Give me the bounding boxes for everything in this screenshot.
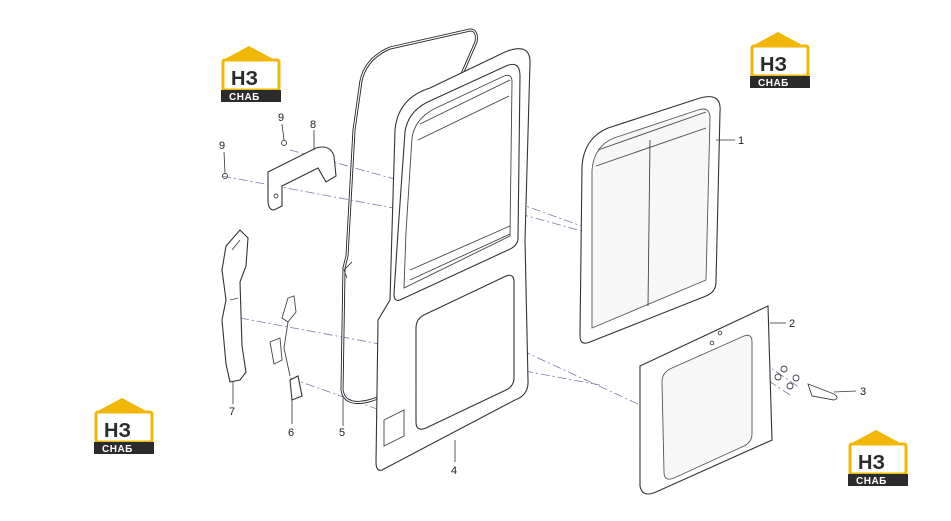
callouts: 1 2 3 4 5 6 7 8 9 9	[219, 112, 866, 477]
logo-caption-text: СНАБ	[758, 78, 789, 89]
part-4-door-panel	[375, 48, 531, 471]
axis-line	[289, 377, 381, 411]
handle-pocket	[383, 409, 405, 447]
callout-5: 5	[339, 427, 345, 439]
logo-watermark: НЗ СНАБ	[94, 398, 154, 455]
callout-3: 3	[860, 386, 866, 398]
logo-mark-text: НЗ	[858, 452, 885, 474]
part-7-trim-panel	[221, 229, 249, 383]
logo-caption-text: СНАБ	[102, 444, 133, 455]
logo-mark-text: НЗ	[760, 54, 787, 76]
callout-9: 9	[219, 140, 225, 152]
logo-mark-text: НЗ	[104, 420, 131, 442]
logo-watermark: НЗ СНАБ	[848, 430, 908, 487]
nut	[792, 374, 800, 382]
part-3-clamp	[774, 365, 838, 401]
logo-mark-text: НЗ	[231, 68, 258, 90]
callout-7: 7	[229, 406, 235, 418]
leader-lines	[223, 123, 857, 462]
mounting-hole	[709, 340, 715, 346]
bolt	[281, 140, 287, 146]
part-1-window	[579, 96, 721, 344]
logo-band	[221, 90, 281, 102]
logo-caption-text: СНАБ	[856, 476, 887, 487]
logo-watermark: НЗ СНАБ	[750, 32, 810, 89]
callout-4: 4	[451, 465, 457, 477]
callout-8: 8	[310, 119, 316, 131]
callout-1: 1	[738, 135, 744, 147]
seal-joint	[343, 261, 353, 279]
nut	[774, 373, 782, 381]
nut	[780, 365, 788, 373]
part-9-bolts	[222, 140, 287, 179]
part-6-lock-mechanism	[269, 295, 303, 401]
callout-6: 6	[288, 427, 294, 439]
part-8-bracket	[267, 146, 337, 211]
nut	[786, 382, 794, 390]
logo-caption-text: СНАБ	[229, 92, 260, 103]
callout-2: 2	[789, 318, 795, 330]
axis-line	[719, 332, 801, 389]
logo-watermark: НЗ СНАБ	[221, 46, 281, 103]
part-2-glass-panel	[639, 305, 773, 495]
bolt	[222, 173, 228, 179]
mounting-hole	[717, 330, 723, 336]
callout-9: 9	[278, 112, 284, 124]
